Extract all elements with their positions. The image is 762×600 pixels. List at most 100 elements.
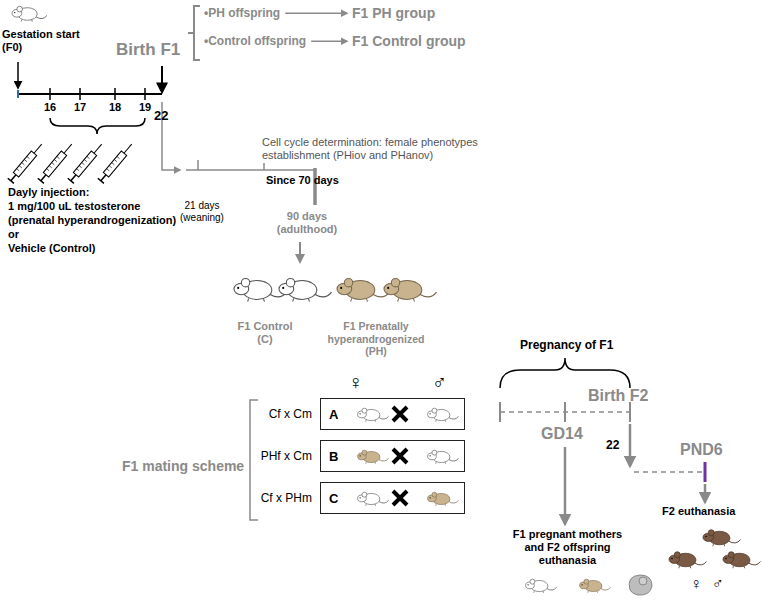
mouse-figure <box>432 408 437 413</box>
syringe-figure <box>107 169 110 171</box>
syringe-figure <box>19 166 22 168</box>
mouse-figure <box>14 12 15 13</box>
timeline <box>17 62 19 88</box>
mouse-figure <box>580 579 611 593</box>
group-note: •Control offspring <box>204 34 306 48</box>
syringe-figure <box>112 163 115 165</box>
syringe-figure <box>82 163 85 165</box>
group-note: •PH offspring <box>204 6 280 20</box>
pregnancy-timeline <box>499 402 501 422</box>
syringe-figure <box>94 144 102 153</box>
growth-timeline <box>186 169 315 171</box>
mouse-figure <box>398 298 415 301</box>
syringe-figure <box>57 156 60 158</box>
stage-label: GD14 <box>541 424 583 443</box>
syringe-figure <box>38 142 75 184</box>
mouse-figure <box>728 552 734 558</box>
pregnancy-timeline <box>564 402 566 422</box>
mouse-figure <box>359 455 360 456</box>
syringe-figure <box>41 175 46 181</box>
mouse-figure <box>17 6 23 12</box>
mouse-figure <box>36 15 47 18</box>
mouse-figure <box>358 492 389 506</box>
pregnancy-timeline <box>500 358 705 524</box>
pregnancy-timeline <box>500 358 630 388</box>
mating-pair: PHf x Cm <box>261 449 312 463</box>
mouse-figure <box>449 458 459 461</box>
mouse-figure <box>344 278 352 286</box>
mouse-figure <box>286 278 294 286</box>
mouse-figure <box>669 552 707 569</box>
age-label: Since 70 days <box>266 174 339 187</box>
syringe-figure <box>101 175 106 181</box>
syringe-figure <box>71 175 76 181</box>
birth-bracket <box>188 32 194 34</box>
box-letter: C <box>329 484 338 514</box>
timeline <box>114 88 116 100</box>
growth-timeline <box>197 160 199 170</box>
day-number: 17 <box>74 101 86 114</box>
syringe-figure <box>24 159 27 161</box>
growth-timeline <box>313 168 317 205</box>
mouse-figure <box>358 450 389 464</box>
day-number: 18 <box>109 101 121 114</box>
syringe-figure <box>98 178 104 183</box>
mouse-figure <box>340 287 342 289</box>
cross-symbol <box>393 449 407 463</box>
mouse-figure <box>429 455 430 456</box>
pregnancy-timeline <box>629 424 632 466</box>
mouse-figure <box>358 408 389 422</box>
mating-box: C <box>320 482 465 514</box>
syringe-figure <box>64 144 72 153</box>
embryo-figure <box>629 575 652 595</box>
mouse-figure <box>351 298 368 301</box>
syringe-figure <box>34 144 42 153</box>
mating-pair: Cf x PHm <box>261 491 312 505</box>
treatment-note: 1 mg/100 uL testosterone <box>8 200 140 213</box>
mouse-figure <box>293 298 310 301</box>
mouse-figure <box>733 566 745 568</box>
pregnancy-timeline <box>704 484 707 502</box>
sex-symbol: ♂ <box>432 370 447 394</box>
box-letter: A <box>329 400 338 430</box>
stage-label: PND6 <box>680 440 723 459</box>
syringe-figure <box>79 166 82 168</box>
treatment-note: Dayly injection: <box>8 186 89 199</box>
mouse-figure <box>527 584 528 585</box>
syringe-figure <box>13 151 36 177</box>
box-letter: B <box>329 442 338 472</box>
mouse-figure <box>337 278 390 301</box>
treatment-note: Vehicle (Control) <box>8 242 95 255</box>
mouse-figure <box>379 416 389 419</box>
outcome-note: F1 pregnant mothers and F2 offspring eut… <box>505 528 630 568</box>
sex-symbol: ♀ <box>348 370 363 394</box>
mouse-figure <box>671 558 673 560</box>
mouse-figure <box>384 278 437 301</box>
mouse-figure <box>729 540 741 543</box>
pregnancy-timeline <box>634 471 705 473</box>
birth-bracket <box>194 6 200 60</box>
timeline <box>18 62 162 134</box>
birth-bracket <box>188 6 200 60</box>
mouse-figure <box>432 492 437 497</box>
mouse-figure <box>248 298 265 301</box>
procedure-note: Cell cycle determination: female phenoty… <box>262 136 517 162</box>
mouse-figure <box>449 416 459 419</box>
mouse-figure <box>12 6 47 21</box>
outcome-note: F2 euthanasia <box>662 505 735 518</box>
syringe-figure <box>73 151 96 177</box>
mouse-figure <box>713 544 725 546</box>
growth-timeline <box>263 163 265 170</box>
syringe-figure <box>98 142 135 184</box>
timeline <box>17 90 19 98</box>
mouse-figure <box>436 462 446 464</box>
mouse-figure <box>432 450 437 455</box>
embryo-figure <box>639 577 647 585</box>
mouse-figure <box>315 292 332 297</box>
mouse-figure <box>428 450 459 464</box>
age-label: 21 days (weaning) <box>176 200 228 224</box>
mouse-figure <box>436 504 446 506</box>
mouse-figure <box>379 500 389 503</box>
